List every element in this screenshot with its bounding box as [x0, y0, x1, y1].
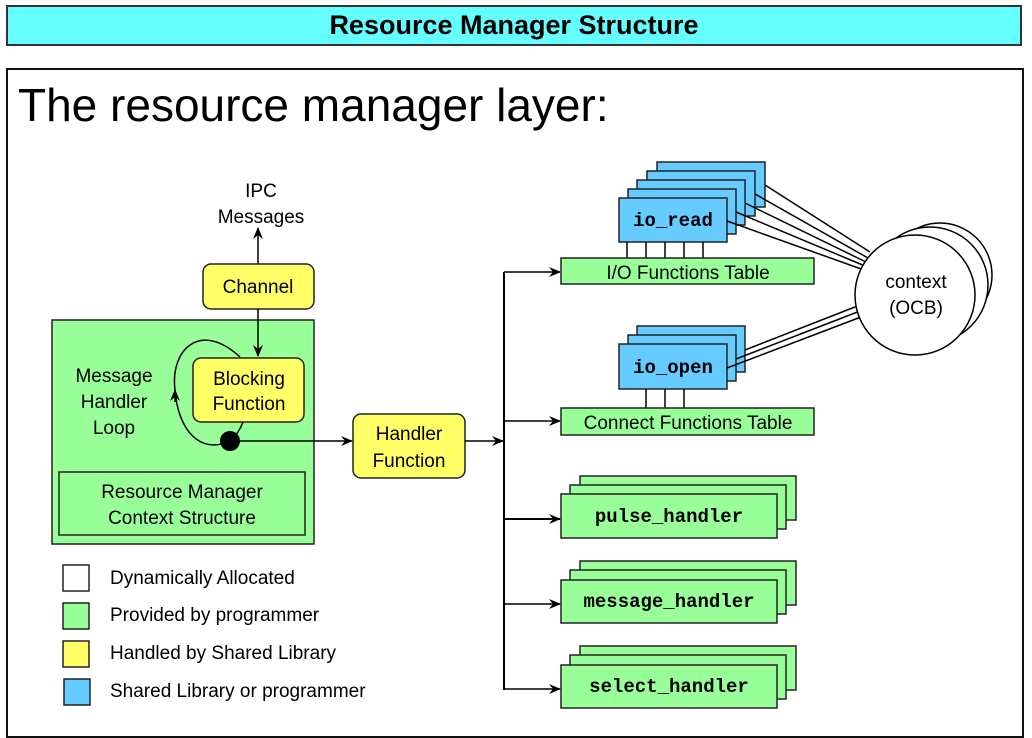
io-read-stack: io_read [618, 161, 766, 243]
pulse-handler-stack: pulse_handler [560, 475, 797, 539]
io-open-label: io_open [633, 357, 713, 379]
handler-function-box: Handler Function [352, 413, 466, 479]
blocking-function-box: Blocking Function [192, 357, 305, 423]
blocking-label-line1: Blocking [213, 369, 285, 390]
io-read-connectors [626, 242, 704, 258]
message-handler-stack: message_handler [560, 560, 797, 624]
select-handler-stack: select_handler [560, 645, 797, 709]
select-handler-label: select_handler [589, 676, 749, 698]
resource-manager-diagram: IPC Messages Channel Message Handler Loo… [51, 161, 993, 709]
io-functions-table-label: I/O Functions Table [606, 263, 769, 284]
legend-item: Dynamically Allocated [62, 564, 295, 592]
page-title: Resource Manager Structure [329, 10, 699, 40]
channel-label: Channel [223, 277, 294, 298]
legend-label: Dynamically Allocated [110, 568, 295, 589]
context-ocb-line1: context [885, 272, 947, 293]
legend-label: Shared Library or programmer [110, 681, 366, 702]
connect-functions-table: Connect Functions Table [560, 407, 815, 436]
legend-swatch [62, 602, 90, 630]
io-open-stack: io_open [618, 325, 746, 390]
legend-swatch [63, 678, 91, 706]
ipc-label-line2: Messages [218, 207, 305, 228]
blocking-label-line2: Function [213, 394, 286, 415]
legend-item: Shared Library or programmer [63, 678, 366, 706]
title-bar: Resource Manager Structure [6, 5, 1022, 46]
io-open-connectors [645, 389, 685, 408]
handler-function-line1: Handler [376, 424, 443, 445]
io-functions-table: I/O Functions Table [560, 257, 815, 285]
legend-swatch [62, 640, 90, 668]
legend-label: Provided by programmer [110, 605, 320, 626]
legend-item: Handled by Shared Library [62, 640, 337, 668]
handler-function-line2: Function [373, 451, 446, 472]
context-ocb-line2: (OCB) [889, 298, 943, 319]
legend-item: Provided by programmer [62, 602, 320, 630]
context-ocb: context (OCB) [854, 222, 993, 356]
channel-box: Channel [202, 263, 315, 310]
io-read-label: io_read [633, 210, 713, 232]
ipc-label-line1: IPC [245, 181, 277, 202]
context-structure-line1: Resource Manager [101, 482, 263, 503]
slide-heading: The resource manager layer: [18, 79, 609, 131]
legend-label: Handled by Shared Library [110, 643, 337, 664]
message-handler-label: message_handler [583, 591, 754, 613]
context-structure-line2: Context Structure [108, 508, 256, 529]
context-structure-box: Resource Manager Context Structure [58, 471, 306, 536]
connect-functions-table-label: Connect Functions Table [584, 413, 793, 434]
loop-label-line3: Loop [93, 418, 135, 439]
dispatch-dot [220, 431, 240, 451]
loop-label-line1: Message [75, 366, 152, 387]
legend: Dynamically Allocated Provided by progra… [62, 564, 366, 706]
loop-label-line2: Handler [81, 392, 148, 413]
legend-swatch [62, 564, 90, 592]
ocb-links [726, 184, 871, 369]
pulse-handler-label: pulse_handler [595, 506, 743, 528]
